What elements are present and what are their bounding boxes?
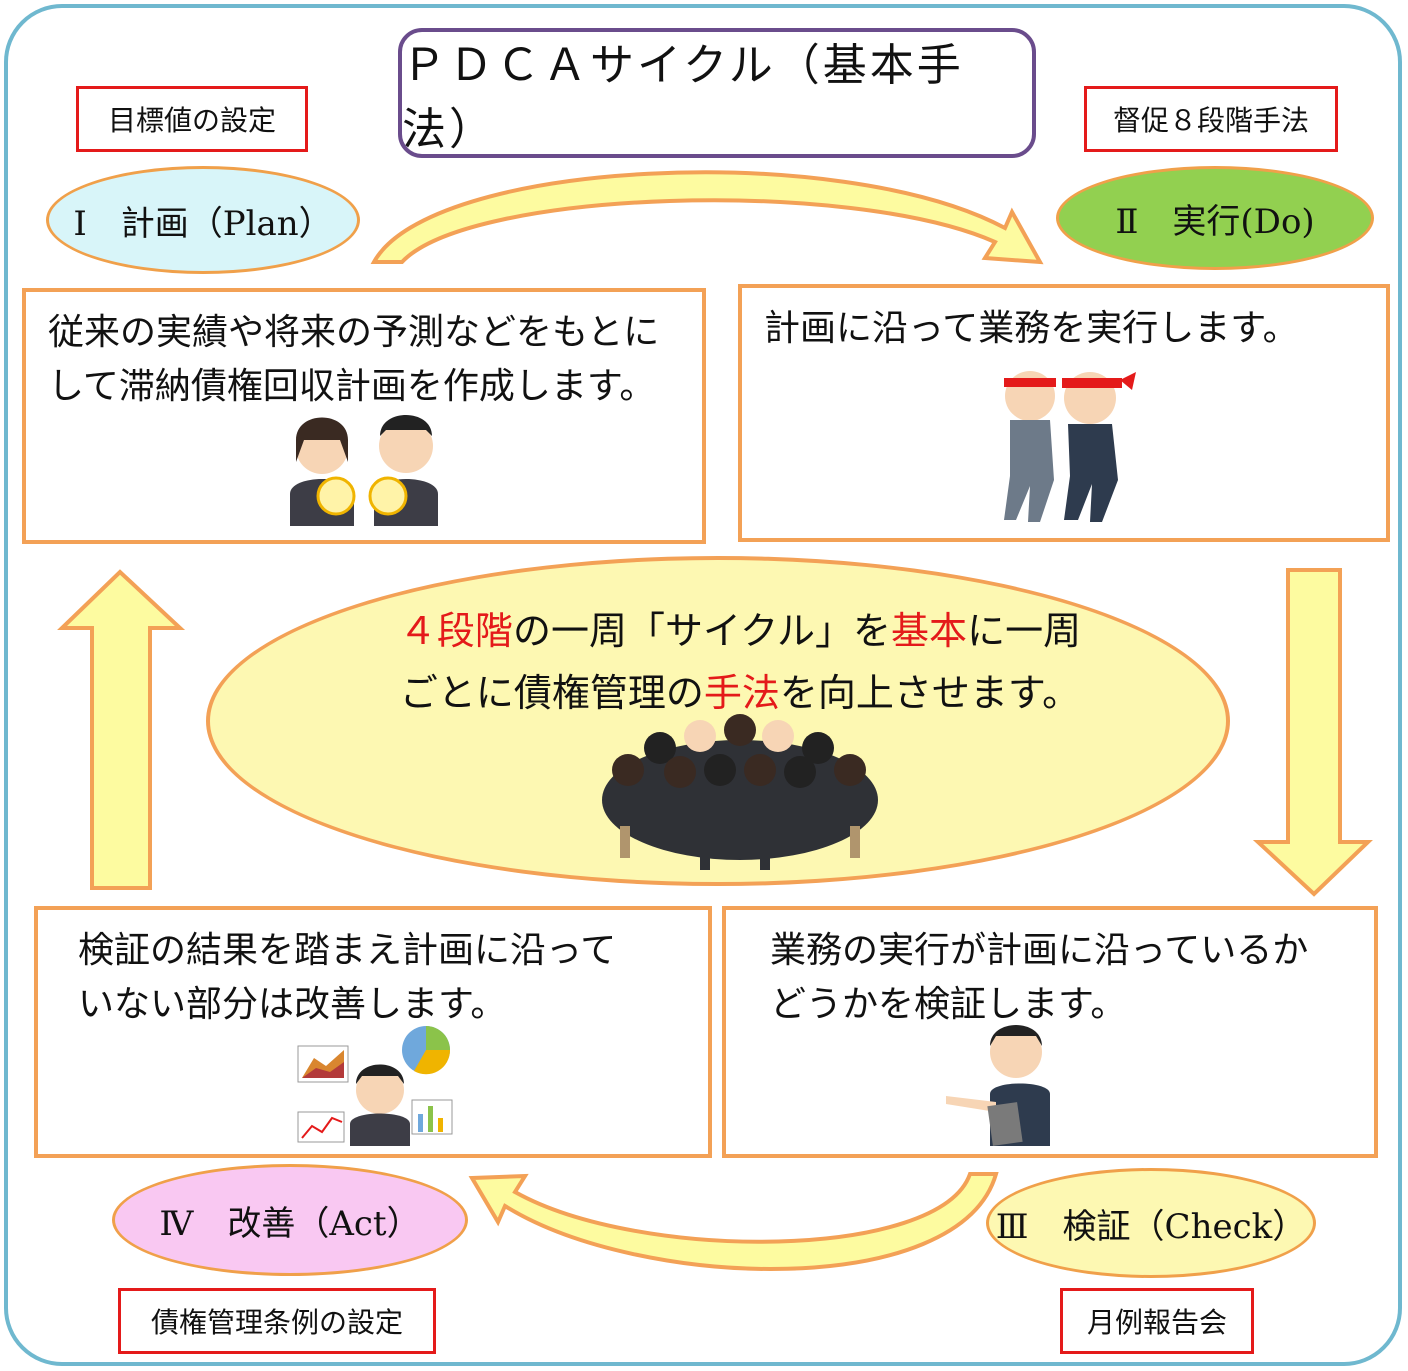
check-step-line2: どうかを検証します。 [770,984,1127,1025]
act-step-line2: いない部分は改善します。 [78,984,507,1025]
pointing-man-icon [946,1025,1050,1146]
check-tag: 月例報告会 [1060,1288,1254,1354]
curved-arrow-check-to-act [468,1172,999,1271]
do-step-line1: 計画に沿って業務を実行します。 [764,308,1299,349]
page-title: ＰＤＣＡサイクル（基本手法） [398,28,1036,158]
phase-do: Ⅱ 実行(Do) [1056,166,1374,270]
center-line2: ごとに債権管理の手法を向上させます。 [300,662,1180,724]
meeting-people-icon [290,415,438,526]
curved-arrow-plan-to-do [370,170,1044,265]
do-tag: 督促８段階手法 [1084,86,1338,152]
act-tag: 債権管理条例の設定 [118,1288,436,1354]
center-text-part: に一周 [967,609,1082,653]
act-step-line1: 検証の結果を踏まえ計画に沿って [78,930,617,971]
plan-tag: 目標値の設定 [76,86,308,152]
thinking-man-charts-icon [297,1026,453,1146]
phase-check: Ⅲ 検証（Check） [986,1168,1316,1278]
highlight-basic: 基本 [891,609,968,653]
check-step-line1: 業務の実行が計画に沿っているか [770,930,1309,971]
plan-step-line1: 従来の実績や将来の予測などをもとに [48,312,660,353]
plan-step-line2: して滞納債権回収計画を作成します。 [48,366,656,407]
highlight-method: 手法 [703,671,780,715]
running-people-icon [1004,371,1136,522]
plan-step-box: 従来の実績や将来の予測などをもとに して滞納債権回収計画を作成します。 [22,288,706,544]
outer-frame [4,4,1402,1366]
center-line1: ４段階の一周「サイクル」を基本に一周 [300,600,1180,662]
center-text-part: ごとに債権管理の [399,671,704,715]
down-arrow-do-to-check [1252,568,1373,897]
do-step-box: 計画に沿って業務を実行します。 [738,284,1390,542]
up-arrow-act-to-plan [57,569,186,890]
center-text: ４段階の一周「サイクル」を基本に一周 ごとに債権管理の手法を向上させます。 [300,600,1180,724]
phase-act: Ⅳ 改善（Act） [112,1164,468,1276]
center-text-part: の一周「サイクル」を [512,609,892,653]
team-huddle-icon [602,714,878,870]
phase-plan: Ⅰ 計画（Plan） [46,166,360,274]
center-text-part: を向上させます。 [779,671,1081,715]
highlight-four-steps: ４段階 [398,609,513,653]
